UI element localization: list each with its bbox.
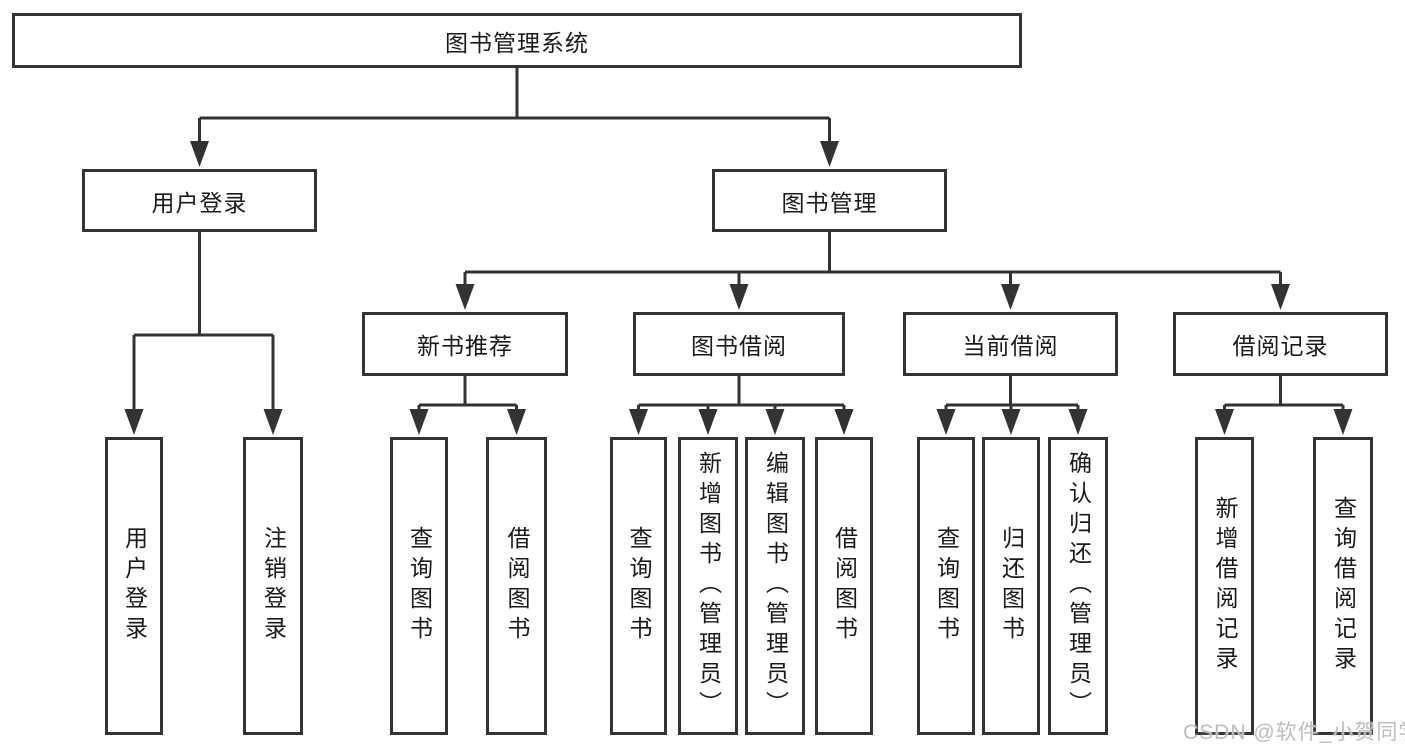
csdn-watermark: CSDN @软件_小贺同学 <box>1183 721 1405 744</box>
node-label: 新书推荐 <box>417 333 513 359</box>
leaf-query-borrow-record: 查询借阅记录 <box>1313 437 1373 735</box>
node-label: 图书借阅 <box>691 333 787 359</box>
node-current-borrowing: 当前借阅 <box>903 312 1118 376</box>
node-label: 用户登录 <box>121 526 148 646</box>
node-label: 图书管理 <box>781 189 878 216</box>
leaf-query-books-borrow: 查询图书 <box>610 437 667 735</box>
leaf-logout: 注销登录 <box>243 437 303 735</box>
node-label: 查询图书 <box>626 526 652 646</box>
node-label: 查询图书 <box>933 526 960 646</box>
node-new-book-recommendation: 新书推荐 <box>362 312 568 376</box>
leaf-add-book-admin: 新增图书（管理员） <box>678 437 738 735</box>
leaf-user-login: 用户登录 <box>105 437 163 735</box>
node-label: 当前借阅 <box>962 333 1059 359</box>
node-label: 用户登录 <box>151 189 248 216</box>
node-label: 新增借阅记录 <box>1212 496 1238 676</box>
node-label: 查询借阅记录 <box>1330 496 1357 676</box>
leaf-add-borrow-record: 新增借阅记录 <box>1195 437 1254 735</box>
leaf-confirm-return-admin: 确认归还（管理员） <box>1048 437 1108 735</box>
arrowheads <box>124 141 1353 435</box>
node-label: 查询图书 <box>406 526 433 646</box>
node-label: 借阅图书 <box>831 526 858 646</box>
node-user-login: 用户登录 <box>82 169 317 232</box>
leaf-query-books-current: 查询图书 <box>917 437 975 735</box>
leaf-edit-book-admin: 编辑图书（管理员） <box>745 437 805 735</box>
node-book-management: 图书管理 <box>712 169 947 232</box>
leaf-query-books-recommend: 查询图书 <box>390 437 448 735</box>
node-label: 注销登录 <box>260 526 287 646</box>
node-library-system: 图书管理系统 <box>12 13 1022 68</box>
node-label: 归还图书 <box>998 526 1025 646</box>
node-book-borrowing: 图书借阅 <box>633 312 845 376</box>
leaf-return-books: 归还图书 <box>982 437 1040 735</box>
node-label: 新增图书（管理员） <box>695 451 722 721</box>
node-borrowing-records: 借阅记录 <box>1173 312 1388 376</box>
node-label: 编辑图书（管理员） <box>762 451 789 721</box>
node-label: 借阅记录 <box>1232 333 1329 359</box>
node-label: 确认归还（管理员） <box>1065 451 1092 721</box>
node-label: 借阅图书 <box>504 526 530 646</box>
leaf-borrow-books-recommend: 借阅图书 <box>486 437 547 735</box>
node-label: 图书管理系统 <box>445 29 589 56</box>
leaf-borrow-books: 借阅图书 <box>815 437 873 735</box>
